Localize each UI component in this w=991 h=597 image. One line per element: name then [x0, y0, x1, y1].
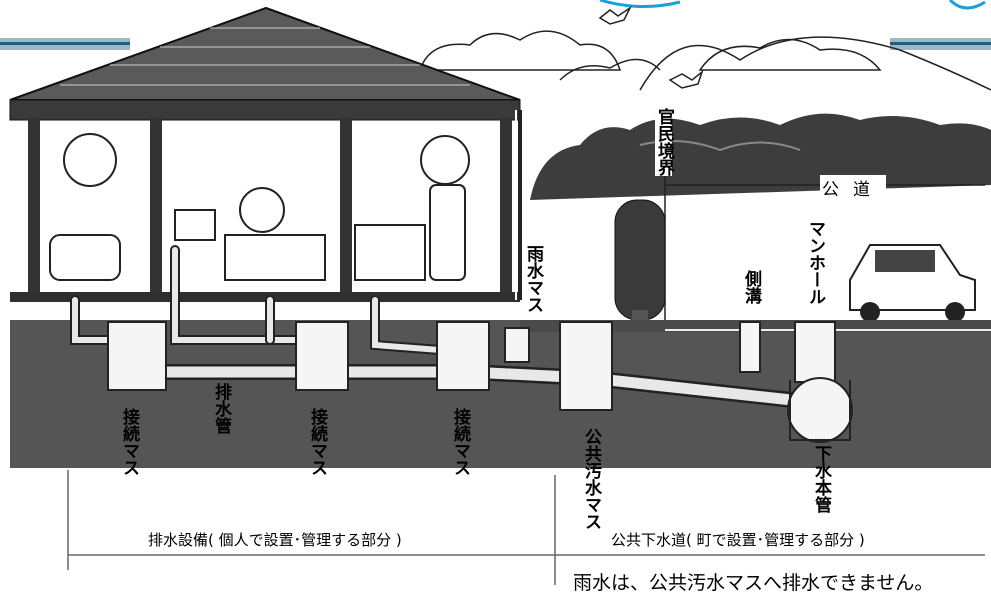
connect-basin-3	[436, 321, 490, 391]
section-brackets	[67, 470, 985, 585]
label-sewer-main: 下水本管	[811, 445, 831, 513]
label-boundary: 官民境界	[654, 108, 674, 176]
label-connect-basin-2: 接続マス	[307, 408, 327, 476]
background-scenery	[418, 5, 991, 91]
rain-basin	[504, 327, 530, 363]
label-drain-pipe: 排水管	[211, 383, 231, 434]
side-ditch	[739, 321, 761, 373]
manhole-shaft	[794, 321, 836, 383]
label-private-section: 排水設備( 個人で設置･管理する部分 )	[148, 531, 402, 549]
label-connect-basin-1: 接続マス	[119, 408, 139, 476]
label-connect-basin-3: 接続マス	[450, 408, 470, 476]
label-manhole: マンホール	[805, 220, 825, 305]
connect-basin-1	[107, 321, 167, 391]
house	[9, 6, 522, 302]
label-side-ditch: 側溝	[741, 270, 761, 304]
connect-basin-2	[295, 321, 349, 391]
label-public-sewage-basin: 公共汚水マス	[581, 428, 601, 530]
label-public-road: 公道	[820, 175, 886, 200]
treeline	[530, 113, 991, 200]
basins	[107, 321, 853, 443]
sewer-main-pipe	[787, 377, 853, 443]
label-rain-basin: 雨水マス	[523, 245, 543, 313]
footnote: 雨水は、公共汚水マスへ排水できません。	[573, 572, 934, 594]
car	[849, 244, 976, 322]
label-public-section: 公共下水道( 町で設置･管理する部分 )	[611, 531, 865, 549]
public-sewage-basin	[559, 321, 613, 411]
header-decoration	[0, 0, 991, 50]
